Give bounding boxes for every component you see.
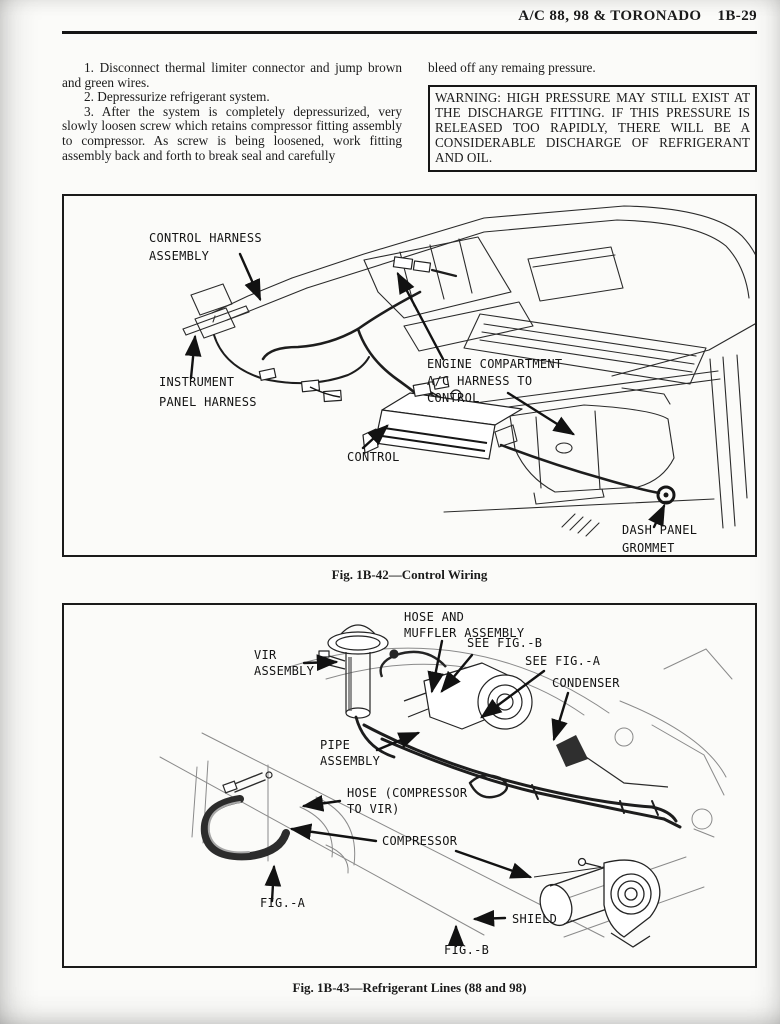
- label-engine-compartment-line2: A/C HARNESS TO: [427, 374, 532, 388]
- label-pipe-line1: PIPE: [320, 738, 350, 752]
- right-column: bleed off any remaing pressure. WARNING:…: [428, 60, 757, 172]
- label-engine-compartment-line1: ENGINE COMPARTMENT: [427, 357, 562, 371]
- label-compressor: COMPRESSOR: [382, 834, 458, 848]
- figure-1b-42-illustration: CONTROL HARNESS ASSEMBLY INSTRUMENT PANE…: [149, 205, 755, 555]
- continuation-text: bleed off any remaing pressure.: [428, 60, 596, 75]
- figure-1b-42-caption: Fig. 1B-42—Control Wiring: [331, 567, 488, 582]
- fig1-control-head-stripes: [309, 386, 488, 452]
- label-shield: SHIELD: [512, 912, 557, 926]
- header-rule: [62, 31, 757, 34]
- label-engine-compartment-line3: CONTROL: [427, 391, 480, 405]
- label-vir-line2: ASSEMBLY: [254, 664, 315, 678]
- label-dash-panel-line1: DASH PANEL: [622, 523, 697, 537]
- label-vir-line1: VIR: [254, 648, 277, 662]
- fig2-shield-compressor: [533, 857, 661, 948]
- step-1: 1. Disconnect thermal limiter connector …: [62, 60, 402, 90]
- fig2-condenser-fitting: [556, 735, 669, 788]
- step-2: 2. Depressurize refrigerant system.: [84, 89, 270, 105]
- fig2-compressor: [379, 649, 533, 730]
- fig1-leader-arrows: [184, 252, 666, 529]
- label-hose-vir-line2: TO VIR): [347, 802, 400, 816]
- label-see-fig-a: SEE FIG.-A: [525, 654, 601, 668]
- label-see-fig-b: SEE FIG.-B: [467, 636, 542, 650]
- label-pipe-line2: ASSEMBLY: [320, 754, 381, 768]
- header-title-text: A/C 88, 98 & TORONADO: [518, 8, 702, 24]
- label-hose-vir-line1: HOSE (COMPRESSOR: [347, 786, 468, 800]
- fig2-pipes: [354, 715, 682, 829]
- fig1-grommet: [656, 485, 676, 505]
- figure-1b-42: CONTROL HARNESS ASSEMBLY INSTRUMENT PANE…: [62, 194, 757, 557]
- warning-box: WARNING: HIGH PRESSURE MAY STILL EXIST A…: [428, 84, 757, 172]
- label-control-harness-line1: CONTROL HARNESS: [149, 231, 262, 245]
- fig2-hose-loop: [200, 771, 290, 861]
- label-hose-muffler-line1: HOSE AND: [404, 610, 464, 624]
- label-dash-panel-line2: GROMMET: [622, 541, 675, 555]
- label-control: CONTROL: [347, 450, 400, 464]
- label-condenser: CONDENSER: [552, 676, 620, 690]
- header-page-number: 1B-29: [717, 8, 757, 24]
- fig2-labels: HOSE AND MUFFLER ASSEMBLY VIR ASSEMBLY S…: [254, 610, 620, 957]
- step-3: 3. After the system is completely depres…: [62, 103, 402, 163]
- figure-1b-43-illustration: HOSE AND MUFFLER ASSEMBLY VIR ASSEMBLY S…: [159, 610, 733, 957]
- fig1-labels: CONTROL HARNESS ASSEMBLY INSTRUMENT PANE…: [149, 231, 697, 555]
- figure-1b-43-caption: Fig. 1B-43—Refrigerant Lines (88 and 98): [292, 980, 527, 995]
- fig2-leader-arrows: [264, 639, 570, 948]
- label-instrument-panel-line2: PANEL HARNESS: [159, 395, 257, 409]
- label-fig-a: FIG.-A: [260, 896, 306, 910]
- label-instrument-panel-line1: INSTRUMENT: [159, 375, 234, 389]
- body-text: 1. Disconnect thermal limiter connector …: [62, 60, 757, 172]
- fig1-harness-lines: [213, 268, 661, 495]
- label-hose-muffler-line2: MUFFLER ASSEMBLY: [404, 626, 525, 640]
- label-fig-b: FIG.-B: [444, 943, 489, 957]
- fig2-vir-assembly: [318, 624, 389, 719]
- page-header: A/C 88, 98 & TORONADO 1B-29: [62, 8, 757, 25]
- figure-1b-43: HOSE AND MUFFLER ASSEMBLY VIR ASSEMBLY S…: [62, 603, 757, 968]
- left-column: 1. Disconnect thermal limiter connector …: [62, 60, 402, 172]
- label-control-harness-line2: ASSEMBLY: [149, 249, 210, 263]
